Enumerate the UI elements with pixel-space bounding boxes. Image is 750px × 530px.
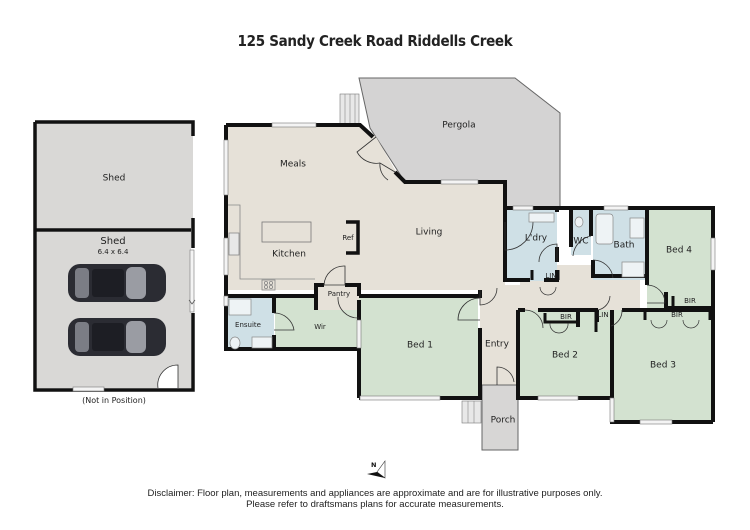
bed1-floor: [358, 296, 478, 398]
room-label-lin-1: LIN: [545, 272, 556, 280]
room-label-laundry: L'dry: [525, 234, 548, 244]
pantry-floor: [316, 285, 359, 310]
plumbing-fixtures: [228, 212, 645, 350]
shed-building: Shed Shed 6.4 x 6.4: [33, 120, 196, 392]
room-label-porch: Porch: [491, 416, 516, 426]
room-label-ref: Ref: [342, 234, 354, 242]
room-label-bir-bed4: BIR: [684, 297, 696, 305]
bed3-floor: [614, 310, 713, 422]
shed-top-floor: [35, 122, 193, 230]
room-label-bed3: Bed 3: [650, 361, 676, 371]
page-title: 125 Sandy Creek Road Riddells Creek: [237, 32, 513, 50]
room-label-pergola: Pergola: [442, 121, 475, 131]
room-label-bir-bed3: BIR: [671, 311, 683, 319]
car-icon: [68, 264, 166, 302]
room-label-shed-top: Shed: [103, 174, 126, 184]
north-arrow-icon: N: [367, 460, 386, 479]
room-label-bed4: Bed 4: [666, 246, 692, 256]
kitchen-fixtures: [228, 204, 315, 291]
windows: [223, 122, 716, 425]
room-label-wir: Wir: [314, 323, 326, 331]
room-label-entry: Entry: [485, 340, 510, 350]
living-floor: [226, 125, 505, 290]
room-label-bed1: Bed 1: [407, 341, 433, 351]
entry-floor: [480, 290, 518, 385]
bed4-floor: [647, 210, 713, 308]
room-label-pantry: Pantry: [328, 290, 350, 298]
walls: [224, 123, 715, 424]
compass-label: N: [371, 461, 376, 469]
shed-position-note: (Not in Position): [82, 396, 146, 405]
room-label-kitchen: Kitchen: [272, 250, 306, 260]
room-label-bed2: Bed 2: [552, 351, 578, 361]
car-icon: [68, 318, 166, 356]
room-label-living: Living: [416, 228, 443, 238]
cupboard-walls: [530, 270, 712, 332]
shed-bottom-floor: [37, 232, 191, 388]
room-label-lin-2: LIN: [597, 311, 608, 319]
room-label-meals: Meals: [280, 160, 306, 170]
fridge-bay: [346, 220, 360, 255]
doors: [273, 136, 666, 385]
disclaimer-line-1: Disclaimer: Floor plan, measurements and…: [147, 488, 603, 499]
room-label-wc: WC: [573, 237, 588, 247]
disclaimer-line-2: Please refer to draftsmans plans for acc…: [246, 499, 504, 510]
room-label-ensuite: Ensuite: [235, 321, 261, 329]
room-label-bir-bed2: BIR: [560, 313, 572, 321]
room-dimensions-shed: 6.4 x 6.4: [98, 248, 129, 256]
porch-floor: [481, 384, 519, 451]
wc-floor: [571, 210, 591, 255]
room-label-bath: Bath: [614, 241, 635, 251]
room-label-shed-bottom: Shed: [100, 236, 125, 247]
